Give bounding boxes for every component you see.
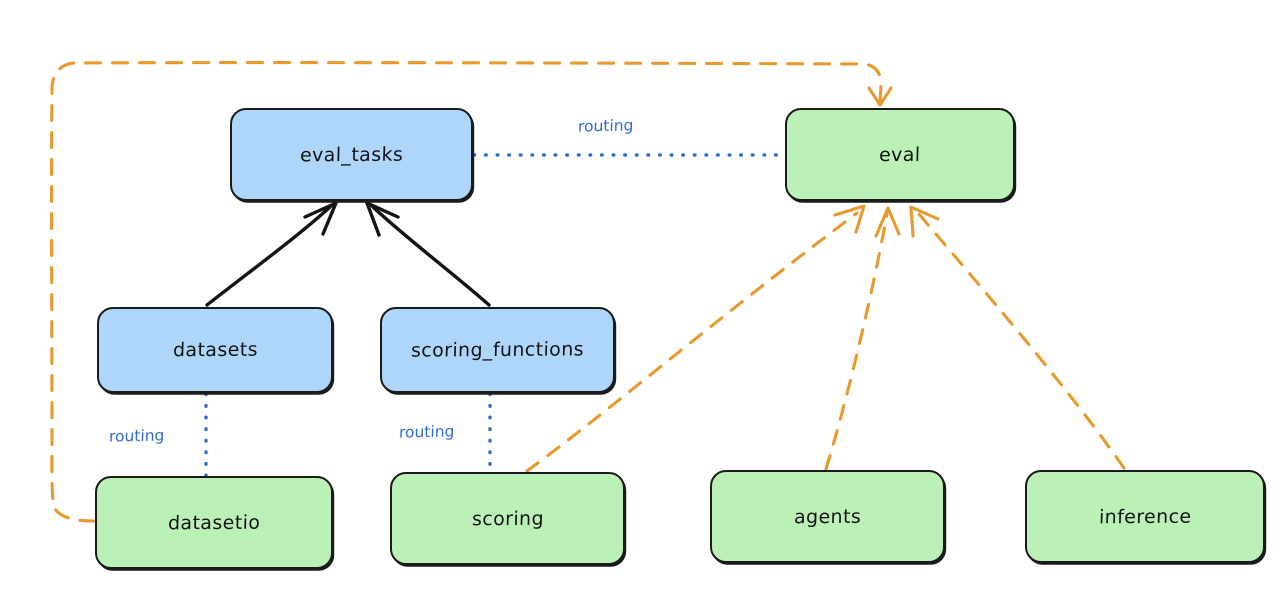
node-scoring-label: scoring	[471, 507, 544, 530]
node-agents-label: agents	[793, 505, 862, 528]
node-eval-tasks-label: eval_tasks	[299, 143, 404, 166]
edge-scoring_functions-eval_tasks	[365, 201, 491, 307]
edge-label-routing-top: routing	[577, 116, 634, 136]
node-scoring-functions[interactable]: scoring_functions	[380, 307, 615, 393]
node-eval-label: eval	[878, 143, 922, 166]
node-agents[interactable]: agents	[710, 470, 945, 563]
node-scoring-functions-label: scoring_functions	[410, 338, 585, 362]
edge-datasets-eval_tasks	[205, 201, 338, 307]
node-datasetio-label: datasetio	[167, 511, 261, 534]
node-datasets[interactable]: datasets	[97, 307, 333, 393]
node-eval-tasks[interactable]: eval_tasks	[230, 108, 473, 201]
edge-agents-eval	[824, 206, 901, 471]
edge-label-routing-left: routing	[108, 426, 165, 446]
node-datasetio[interactable]: datasetio	[95, 476, 333, 569]
node-inference[interactable]: inference	[1025, 470, 1265, 563]
node-inference-label: inference	[1098, 505, 1192, 528]
node-eval[interactable]: eval	[785, 108, 1015, 201]
edge-label-routing-middle: routing	[398, 422, 455, 442]
node-datasets-label: datasets	[172, 338, 258, 362]
node-scoring[interactable]: scoring	[390, 472, 625, 565]
edge-inference-eval	[909, 205, 1126, 470]
